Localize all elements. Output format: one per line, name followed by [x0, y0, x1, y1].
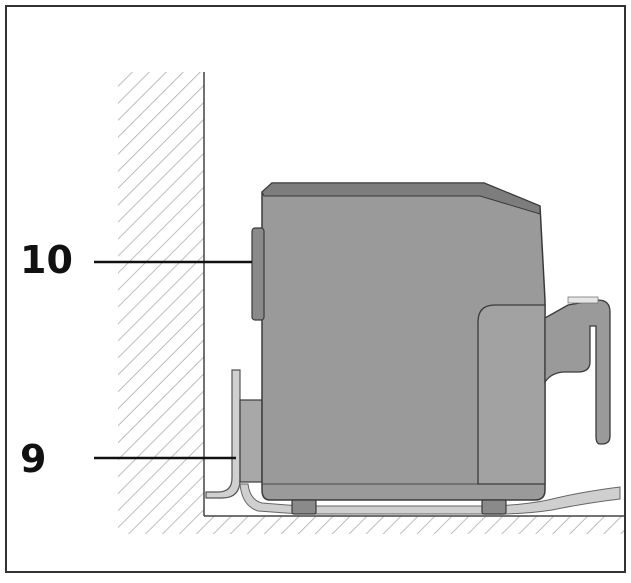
- callout-label-10: 10: [20, 238, 73, 282]
- rear-vent: [251, 227, 265, 321]
- foot-rear: [291, 499, 317, 515]
- drawer-handle: [544, 299, 611, 445]
- callout-label-9: 9: [20, 437, 47, 481]
- power-cord: [205, 369, 241, 499]
- handle-cap: [567, 296, 599, 304]
- drawer-front: [477, 304, 546, 485]
- wall-hatch: [118, 72, 204, 534]
- cord-under: [239, 483, 621, 515]
- frame-border: [5, 5, 626, 573]
- appliance-lid: [261, 182, 541, 215]
- floor-hatch: [204, 516, 624, 534]
- cord-clip: [239, 399, 263, 483]
- foot-front: [481, 499, 507, 515]
